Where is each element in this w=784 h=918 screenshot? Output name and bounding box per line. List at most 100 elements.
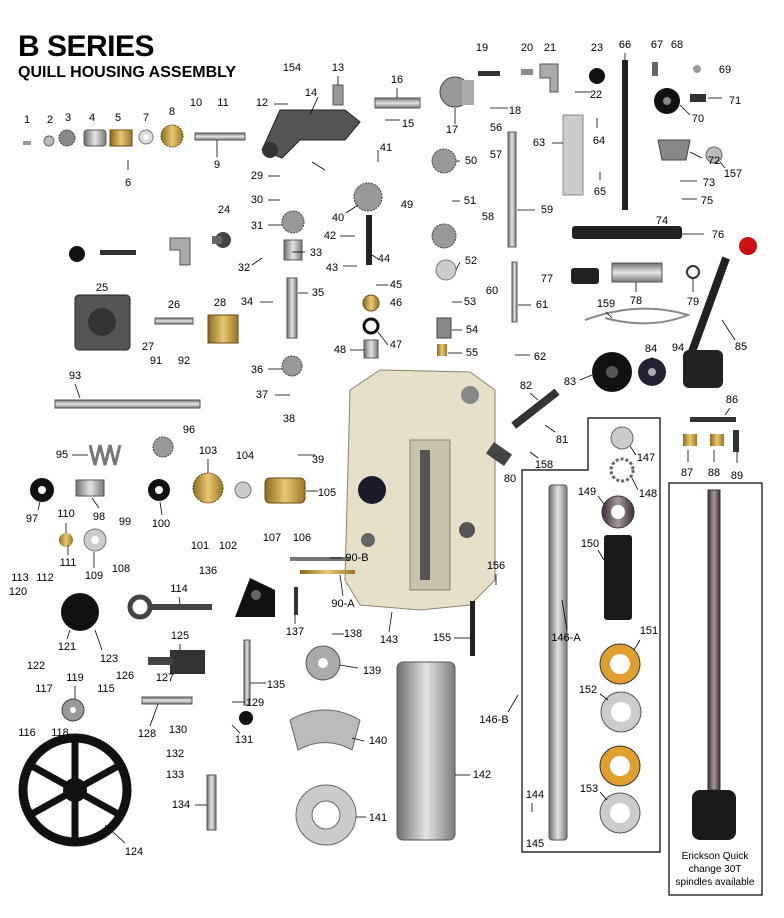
- leader-153: [599, 791, 608, 801]
- part-label-156: 156: [487, 560, 505, 572]
- part-label-145: 145: [526, 838, 544, 850]
- page-title: B SERIES: [18, 30, 155, 63]
- part-label-136: 136: [199, 565, 217, 577]
- part-label-59: 59: [541, 204, 553, 216]
- part-label-8: 8: [169, 106, 175, 118]
- part-label-82: 82: [520, 380, 532, 392]
- part-label-87: 87: [681, 467, 693, 479]
- part-label-130: 130: [169, 724, 187, 736]
- part-label-129: 129: [246, 697, 264, 709]
- part-label-106: 106: [293, 532, 311, 544]
- part-label-151: 151: [640, 625, 658, 637]
- part-label-133: 133: [166, 769, 184, 781]
- part-103-brass-gear: [192, 472, 224, 504]
- leader-32: [251, 257, 263, 266]
- leader-86: [724, 407, 731, 416]
- part-label-77: 77: [541, 273, 553, 285]
- part-label-61: 61: [536, 299, 548, 311]
- part-9-shaft: [194, 132, 246, 141]
- part-142-quill: [396, 661, 456, 841]
- part-label-12: 12: [256, 97, 268, 109]
- part-label-122: 122: [27, 660, 45, 672]
- leader-146-B: [507, 694, 519, 713]
- part-label-26: 26: [168, 299, 180, 311]
- part-152-ring: [600, 691, 642, 733]
- part-label-113: 113: [11, 572, 29, 584]
- part-46-washer: [362, 294, 380, 312]
- part-47-ring: [362, 317, 380, 335]
- part-1-screw: [23, 141, 31, 145]
- part-label-132: 132: [166, 748, 184, 760]
- part-label-43: 43: [326, 262, 338, 274]
- part-label-16: 16: [391, 74, 403, 86]
- part-8-brass-gear: [160, 124, 184, 148]
- part-13-pin: [332, 84, 344, 106]
- part-label-119: 119: [66, 672, 84, 684]
- part-5-brass-gear: [109, 129, 133, 147]
- part-28-block: [207, 314, 239, 344]
- part-label-141: 141: [369, 812, 387, 824]
- part-label-24: 24: [218, 204, 230, 216]
- part-90-pins: [290, 557, 355, 574]
- part-label-32: 32: [238, 262, 250, 274]
- part-label-75: 75: [701, 195, 713, 207]
- part-label-103: 103: [199, 445, 217, 457]
- part-19-pin: [478, 71, 500, 76]
- part-label-42: 42: [324, 230, 336, 242]
- leader-146-A: [561, 599, 568, 631]
- part-83-hub: [592, 352, 632, 392]
- part-3-gear: [58, 129, 76, 147]
- part-label-62: 62: [534, 351, 546, 363]
- part-label-159: 159: [597, 298, 615, 310]
- leader-140: [351, 737, 365, 742]
- part-label-91: 91: [150, 355, 162, 367]
- part-label-152: 152: [579, 684, 597, 696]
- leader-148: [631, 477, 639, 491]
- leader-85: [721, 319, 736, 341]
- part-label-110: 110: [57, 508, 75, 520]
- part-label-5: 5: [115, 112, 121, 124]
- part-label-15: 15: [402, 118, 414, 130]
- part-80-worm: [485, 441, 513, 467]
- part-label-21: 21: [544, 42, 556, 54]
- part-label-50: 50: [465, 155, 477, 167]
- part-71-screw: [690, 94, 706, 102]
- erickson-spindle: [692, 489, 736, 840]
- leader-38: [311, 161, 326, 171]
- part-label-25: 25: [96, 282, 108, 294]
- part-119-ring: [61, 698, 85, 722]
- part-159-spring-clip: [584, 307, 692, 325]
- part-140-sleeve-half: [289, 709, 361, 751]
- part-label-49: 49: [401, 199, 413, 211]
- part-label-54: 54: [466, 324, 478, 336]
- caption-line-1: Erickson Quick: [681, 851, 749, 862]
- part-label-115: 115: [97, 683, 115, 695]
- leader-128: [149, 703, 159, 727]
- part-label-84: 84: [645, 343, 657, 355]
- part-7-washer: [138, 129, 154, 145]
- leader-151: [633, 639, 641, 651]
- part-label-13: 13: [332, 62, 344, 74]
- leader-124: [104, 824, 126, 844]
- part-128-shaft: [141, 696, 193, 705]
- part-label-137: 137: [286, 626, 304, 638]
- part-label-90-A: 90-A: [331, 598, 355, 610]
- part-23-knob: [589, 68, 605, 84]
- part-label-41: 41: [380, 142, 392, 154]
- part-125-block: [148, 650, 205, 674]
- part-79-washer: [686, 265, 700, 279]
- part-label-72: 72: [708, 155, 720, 167]
- part-label-65: 65: [594, 186, 606, 198]
- part-label-9: 9: [214, 159, 220, 171]
- part-label-134: 134: [172, 799, 190, 811]
- part-label-17: 17: [446, 124, 458, 136]
- part-109-ring: [83, 528, 107, 552]
- part-151b-bearing: [599, 745, 641, 787]
- part-137-screw: [294, 587, 298, 615]
- part-114-wrench: [127, 594, 212, 620]
- part-150-spacer: [604, 535, 632, 620]
- part-36-gear: [281, 355, 303, 377]
- part-label-64: 64: [593, 135, 605, 147]
